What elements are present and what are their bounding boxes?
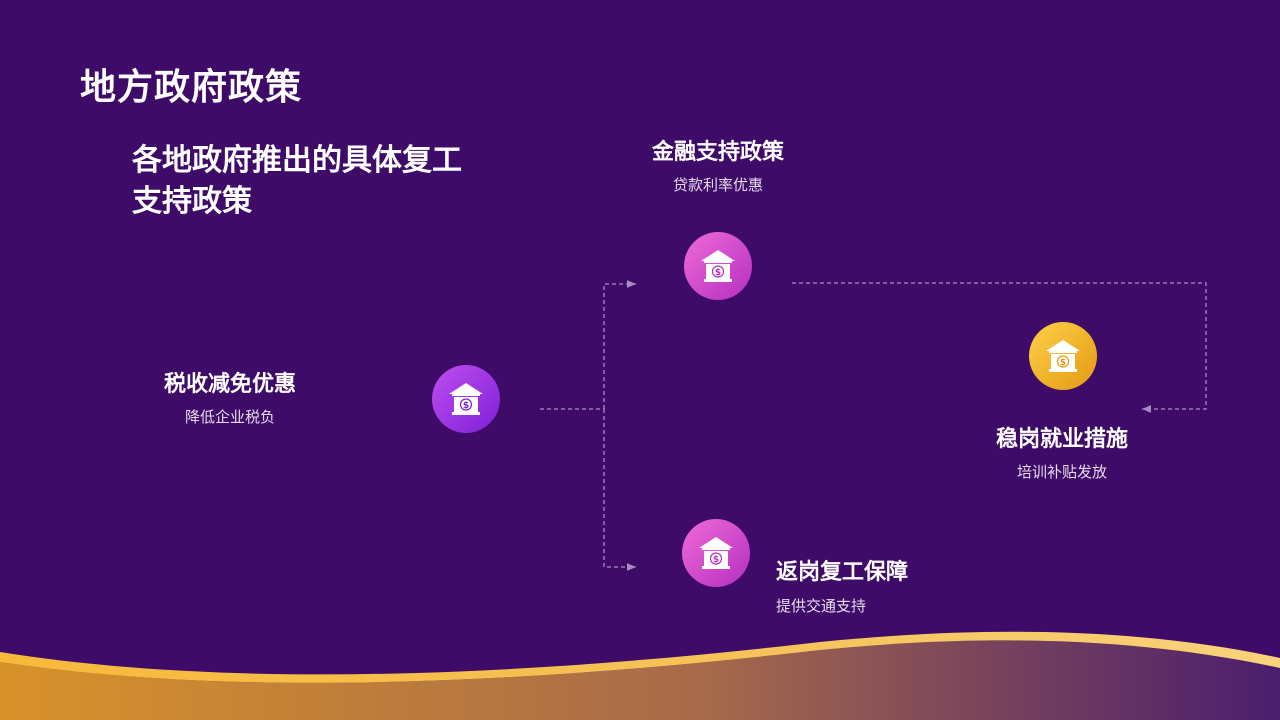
node-desc-employment: 培训补贴发放 bbox=[1016, 463, 1108, 481]
bank-dollar-icon: $ bbox=[1046, 340, 1080, 372]
page-title: 地方政府政策 bbox=[80, 67, 303, 108]
bank-dollar-icon: $ bbox=[699, 537, 733, 569]
node-circle-tax: $ bbox=[432, 365, 500, 433]
node-title-finance: 金融支持政策 bbox=[651, 140, 785, 165]
node-title-return: 返岗复工保障 bbox=[776, 560, 909, 585]
connector-branch-to-finance bbox=[603, 280, 636, 409]
bank-dollar-icon: $ bbox=[701, 250, 735, 282]
svg-text:$: $ bbox=[715, 268, 721, 278]
node-circle-finance: $ bbox=[684, 232, 752, 300]
node-desc-finance: 贷款利率优惠 bbox=[672, 176, 764, 194]
connector-finance-to-employment bbox=[792, 282, 1207, 413]
node-title-tax: 税收减免优惠 bbox=[163, 372, 297, 397]
node-desc-tax: 降低企业税负 bbox=[184, 408, 276, 426]
node-title-employment: 稳岗就业措施 bbox=[995, 427, 1129, 452]
node-circle-return: $ bbox=[682, 519, 750, 587]
svg-text:$: $ bbox=[713, 555, 719, 565]
svg-text:$: $ bbox=[463, 401, 469, 411]
page-subtitle: 各地政府推出的具体复工支持政策 bbox=[132, 143, 462, 219]
svg-text:$: $ bbox=[1060, 358, 1066, 368]
node-desc-return: 提供交通支持 bbox=[776, 597, 867, 615]
connector-branch-to-return bbox=[603, 409, 636, 571]
bank-dollar-icon: $ bbox=[449, 383, 483, 415]
node-circle-employment: $ bbox=[1029, 322, 1097, 390]
